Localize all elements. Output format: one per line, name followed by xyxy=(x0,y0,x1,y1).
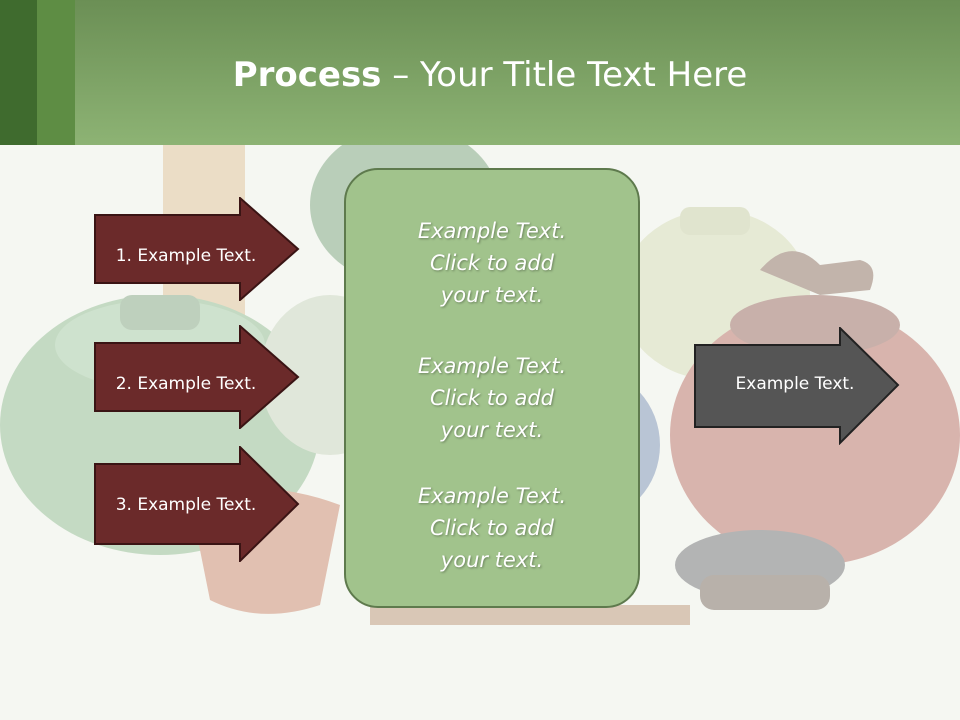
center-text-1: Example Text. Click to add your text. xyxy=(417,219,567,307)
step-3-label: 3. Example Text. xyxy=(115,495,257,515)
step-2-label: 2. Example Text. xyxy=(115,374,257,394)
title-bold: Process xyxy=(232,55,382,95)
banner-stripe-mid xyxy=(37,0,75,145)
center-content-box[interactable]: Example Text. Click to add your text. Ex… xyxy=(344,168,640,608)
slide-title[interactable]: Process – Your Title Text Here xyxy=(75,50,905,100)
center-text-3: Example Text. Click to add your text. xyxy=(417,484,567,572)
result-label: Example Text. xyxy=(735,374,855,394)
title-banner: Process – Your Title Text Here xyxy=(0,0,960,145)
step-3-arrow[interactable] xyxy=(94,446,300,562)
result-arrow[interactable] xyxy=(694,327,900,445)
center-text-2: Example Text. Click to add your text. xyxy=(417,354,567,442)
step-2-arrow[interactable] xyxy=(94,325,300,429)
step-1-label: 1. Example Text. xyxy=(115,246,257,266)
step-1-arrow[interactable] xyxy=(94,197,300,301)
title-rest: – Your Title Text Here xyxy=(381,55,748,95)
banner-stripe-dark xyxy=(0,0,37,145)
